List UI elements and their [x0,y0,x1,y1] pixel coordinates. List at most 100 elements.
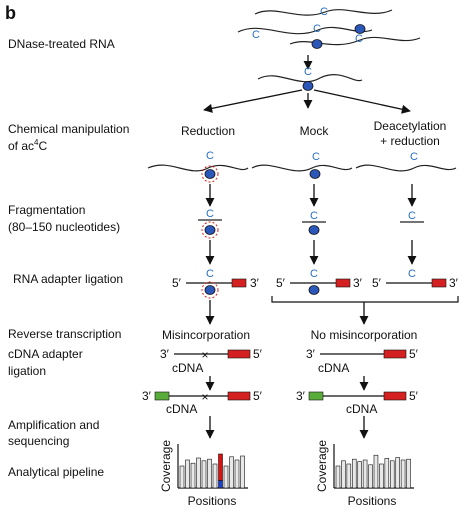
rt-primer-icon [383,349,407,359]
step-cdna-adapter-label-2: ligation [8,364,46,378]
rna-strand [257,74,363,83]
coverage-bar [373,454,379,489]
rna-adapter-icon [431,278,447,288]
misincorporation-mark: × [201,348,208,362]
no-misincorporation-label: No misincorporation [311,328,418,342]
panel-letter: b [5,3,16,23]
rna-adapter-icon [231,278,247,288]
coverage-bar [335,465,341,489]
three-prime-end: 3′ [306,347,316,361]
c-letter-reduction: C [206,150,214,162]
coverage-bar [341,460,346,489]
positions-axis-label-right: Positions [348,494,397,508]
cdna-label-left-2: cDNA [166,402,197,416]
ac4c-nucleotide-icon [302,81,314,91]
three-prime-end: 3′ [160,347,170,361]
condition-reduction-label: Reduction [181,124,235,138]
step-cdna-adapter-label-1: cDNA adapter [8,347,83,361]
positions-axis-label-left: Positions [188,494,237,508]
three-prime-end: 3′ [353,276,363,290]
c-letter-frag-reduction: C [206,208,214,220]
step-frag-label-1: Fragmentation [8,203,85,217]
ac4c-nucleotide-icon [311,39,323,49]
c-letter-mock: C [312,151,320,163]
reduced-nucleotide-icon [204,225,216,235]
arrow-to-reduction [203,89,303,113]
coverage-axis-label-left: Coverage [159,440,173,492]
five-prime-end: 5′ [409,389,419,403]
misincorporation-bar [218,453,223,481]
reduced-nucleotide-icon [204,169,216,179]
c-letter-frag-mock: C [310,210,318,222]
coverage-bar [395,457,400,489]
coverage-axis-label-right: Coverage [315,440,329,492]
cdna-label-right-2: cDNA [346,402,377,416]
coverage-bar [368,464,373,489]
misincorporation-mark: × [201,390,208,404]
condition-deacetylation-label-2: + reduction [380,134,440,148]
coverage-bar [346,463,352,489]
coverage-bar [190,462,196,489]
rt-primer-icon [383,391,407,401]
step-pipeline-label: Analytical pipeline [8,465,104,479]
reference-bar-segment [218,480,223,489]
coverage-bar [179,465,185,489]
ac4c-nucleotide-icon [309,169,321,179]
c-letter-lig-reduction: C [206,268,214,280]
misincorporation-label: Misincorporation [162,328,250,342]
arrow-to-deacetylation [313,89,411,114]
three-prime-end: 3′ [142,389,152,403]
coverage-bar [406,458,411,489]
condition-mock-label: Mock [300,124,330,138]
rna-adapter-icon [335,278,351,288]
rt-primer-icon [227,391,251,401]
reduction-marker-icon [201,165,219,183]
step-amp-label-1: Amplification and [8,418,99,432]
coverage-bar [240,455,245,489]
rna-strands-top [237,9,421,46]
reduced-nucleotide-icon [204,285,216,295]
coverage-bar [400,459,406,489]
coverage-bar [362,459,368,489]
five-prime-end: 5′ [253,347,263,361]
step-amp-label-2: sequencing [8,434,69,448]
coverage-plot-no-misincorporation [333,444,414,489]
coverage-bar [234,459,240,489]
c-letter-single: C [304,66,312,78]
step-chem-label-2: of ac4C [8,138,47,153]
step-rna-adapter-label: RNA adapter ligation [13,272,123,286]
five-prime-end: 5′ [276,276,286,290]
five-prime-end: 5′ [372,276,382,290]
five-prime-end: 5′ [172,276,182,290]
c-letter-top-1: C [320,6,328,18]
merge-bracket [271,296,459,303]
coverage-bar [379,463,384,489]
rna-fragments [198,219,424,223]
treated-rna-strands [147,164,457,172]
coverage-bar [223,465,229,489]
ac4c-nucleotide-icon [308,225,320,235]
c-letter-lig-deacetylated: C [408,268,416,280]
step-dnase-label: DNase-treated RNA [8,37,115,51]
coverage-bar [196,457,201,489]
c-letter-lig-mock: C [310,268,318,280]
rt-primer-icon [227,349,251,359]
cdna-label-right: cDNA [318,361,349,375]
coverage-bar [212,463,218,489]
five-prime-end: 5′ [409,347,419,361]
ac4c-nucleotide-icon [308,285,320,295]
coverage-bar [357,461,362,489]
ac4c-nucleotide-icon [354,24,366,34]
c-letter-top-2: C [252,29,260,41]
cdna-label-left: cDNA [172,361,203,375]
cdna-adapter-icon [154,391,170,401]
three-prime-end: 3′ [296,389,306,403]
coverage-bar [207,458,212,489]
five-prime-end: 5′ [253,389,263,403]
cdna-adapter-icon [308,391,324,401]
condition-deacetylation-label-1: Deacetylation [374,119,447,133]
three-prime-end: 3′ [250,276,260,290]
c-letter-top-4: C [355,33,363,45]
coverage-bar [389,460,395,489]
